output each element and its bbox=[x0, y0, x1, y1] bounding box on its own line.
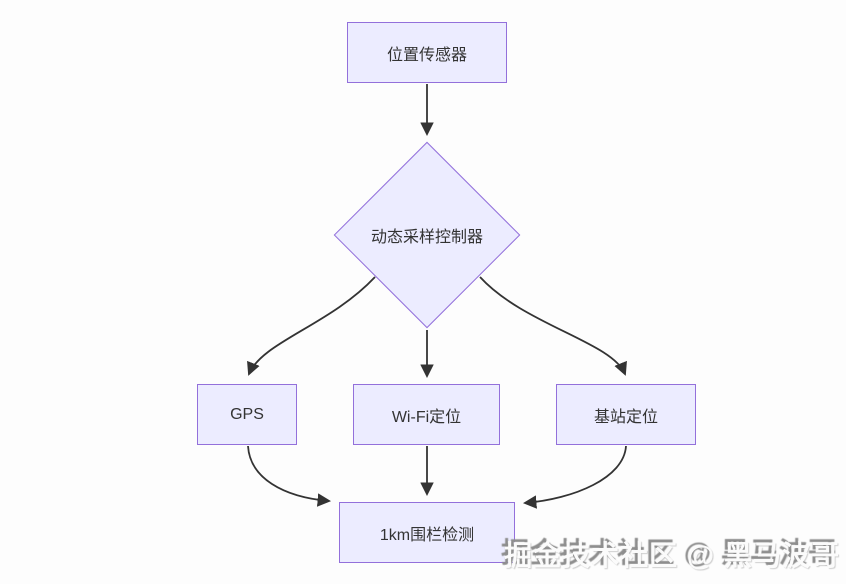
edge-gps-to-fence bbox=[247, 445, 332, 507]
edge-base-to-fence bbox=[522, 445, 627, 509]
edge-controller-to-base bbox=[479, 276, 627, 376]
node-dynamic-sampling-controller-label: 动态采样控制器 bbox=[370, 229, 483, 246]
edge-controller-to-gps bbox=[247, 276, 376, 376]
node-dynamic-sampling-controller: 动态采样控制器 bbox=[333, 141, 521, 329]
watermark-text: 掘金技术社区 @ 黑马波哥 bbox=[504, 540, 840, 571]
node-gps: GPS bbox=[197, 384, 297, 445]
node-wifi-positioning: Wi-Fi定位 bbox=[353, 384, 500, 445]
node-base-station-positioning: 基站定位 bbox=[556, 384, 696, 445]
node-position-sensor: 位置传感器 bbox=[347, 22, 507, 83]
node-fence-detection: 1km围栏检测 bbox=[339, 502, 515, 563]
